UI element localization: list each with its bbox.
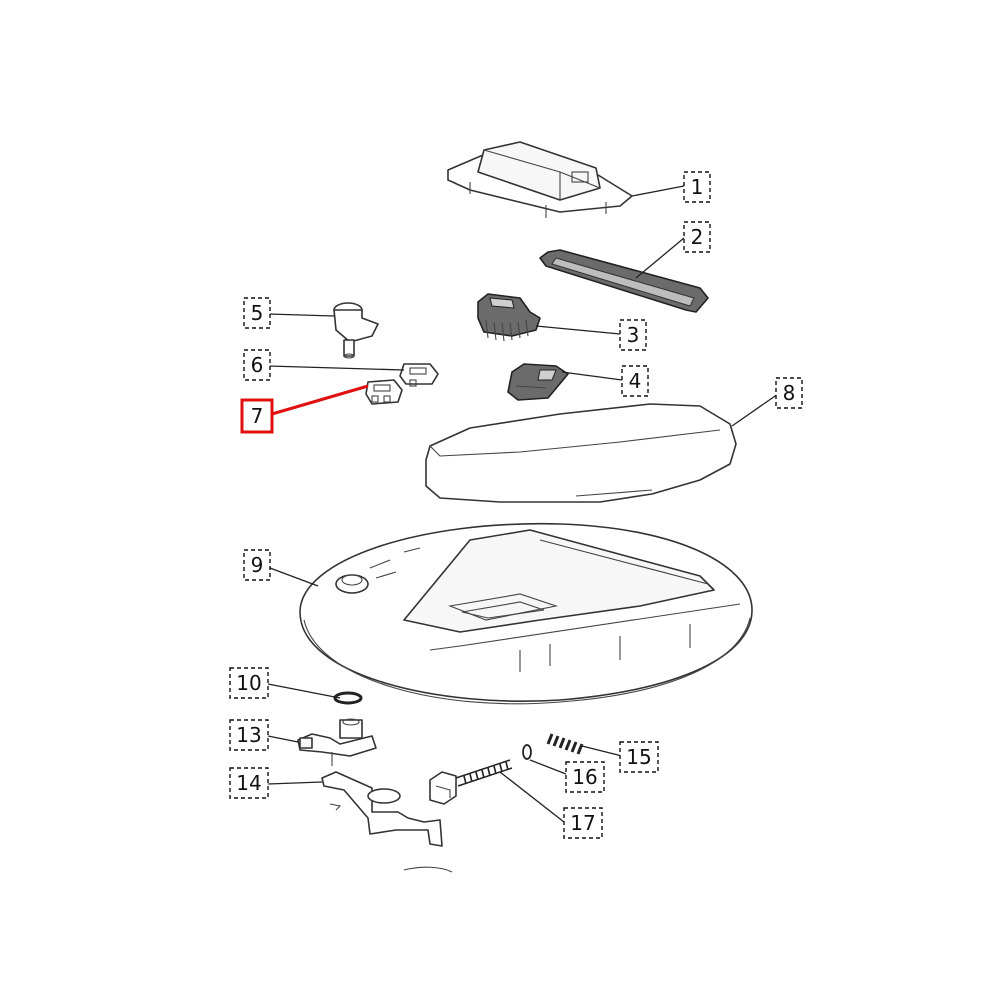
- callout-10: 10: [229, 667, 269, 699]
- callout-17: 17: [563, 807, 603, 839]
- callout-13: 13: [229, 719, 269, 751]
- callout-6: 6: [243, 349, 271, 381]
- part-5-knob: [333, 302, 379, 359]
- part-2-gasket-strip: [539, 249, 709, 313]
- part-14-lever-arm: [321, 771, 453, 873]
- callout-15: 15: [619, 741, 659, 773]
- callout-16-label: 16: [572, 765, 597, 789]
- callout-17-label: 17: [570, 811, 595, 835]
- callout-6-label: 6: [251, 353, 264, 377]
- callout-8-label: 8: [783, 381, 796, 405]
- callout-10-label: 10: [236, 671, 261, 695]
- part-8-lid-cover: [425, 403, 737, 503]
- callout-4-label: 4: [629, 369, 642, 393]
- leader-lines: [267, 185, 779, 823]
- callout-14: 14: [229, 767, 269, 799]
- part-17-threaded-rod: [429, 759, 513, 805]
- part-4-float-valve: [507, 363, 569, 401]
- part-9-base-plate: [299, 522, 753, 705]
- callout-1-label: 1: [691, 175, 704, 199]
- callout-5: 5: [243, 297, 271, 329]
- part-3-toothed-valve: [477, 293, 541, 342]
- callout-9: 9: [243, 549, 271, 581]
- callout-16: 16: [565, 761, 605, 793]
- callout-13-label: 13: [236, 723, 261, 747]
- callout-8: 8: [775, 377, 803, 409]
- part-16-small-ring: [522, 744, 532, 760]
- callout-14-label: 14: [236, 771, 261, 795]
- callout-4: 4: [621, 365, 649, 397]
- part-13-valve-body: [297, 718, 377, 766]
- part-15-spring: [546, 733, 584, 755]
- callout-5-label: 5: [251, 301, 264, 325]
- callout-2: 2: [683, 221, 711, 253]
- callout-3: 3: [619, 319, 647, 351]
- part-10-o-ring: [333, 691, 363, 705]
- callout-7-label: 7: [251, 404, 264, 428]
- callout-15-label: 15: [626, 745, 651, 769]
- callout-9-label: 9: [251, 553, 264, 577]
- callout-7: 7: [240, 398, 274, 434]
- callout-2-label: 2: [691, 225, 704, 249]
- callout-3-label: 3: [627, 323, 640, 347]
- part-1-handle-cover: [447, 141, 633, 218]
- part-7-small-cap: [365, 379, 403, 405]
- callout-1: 1: [683, 171, 711, 203]
- part-6-small-cap: [399, 363, 439, 387]
